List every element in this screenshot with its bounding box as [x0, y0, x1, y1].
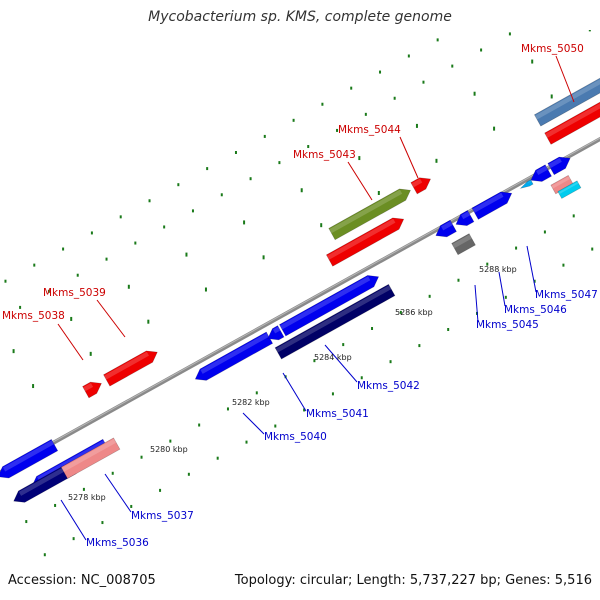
gene-arrow-highlight	[558, 181, 579, 195]
gene-arrow-highlight	[441, 221, 453, 231]
gene-arrow[interactable]	[274, 283, 396, 360]
gene-arrow-highlight	[545, 103, 600, 138]
gene-label[interactable]: Mkms_5038	[2, 310, 65, 322]
genome-backbone	[0, 136, 600, 475]
gene-label[interactable]: Mkms_5037	[131, 510, 194, 522]
gene-labels[interactable]: Mkms_5038Mkms_5039Mkms_5043Mkms_5044Mkms…	[2, 43, 598, 549]
gene-arrow[interactable]	[471, 191, 513, 220]
leader-line	[324, 344, 358, 383]
gene-arrow-highlight	[536, 165, 548, 175]
genome-summary-text: Topology: circular; Length: 5,737,227 bp…	[234, 573, 592, 588]
leader-line	[57, 323, 84, 361]
leader-line	[526, 245, 537, 293]
gene-label[interactable]: Mkms_5040	[264, 431, 327, 443]
gene-arrow-highlight	[83, 382, 94, 392]
gene-arrow[interactable]	[0, 438, 59, 479]
gene-arrow-highlight	[18, 463, 73, 496]
accession-text: Accession: NC_008705	[8, 573, 156, 588]
gene-arrow-highlight	[200, 332, 269, 374]
gene-arrow-highlight	[534, 79, 600, 120]
map-title: Mycobacterium sp. KMS, complete genome	[148, 9, 452, 25]
gene-arrow-highlight	[61, 438, 117, 472]
gene-arrow-highlight	[461, 211, 471, 220]
gene-label[interactable]: Mkms_5045	[476, 319, 539, 331]
leader-line	[474, 284, 479, 323]
gene-arrow-highlight	[452, 234, 472, 249]
gene-arrow[interactable]	[519, 179, 534, 189]
gene-arrow[interactable]	[410, 177, 432, 195]
gene-arrow-highlight	[551, 176, 571, 189]
gene-arrow[interactable]	[325, 217, 405, 267]
gene-label[interactable]: Mkms_5041	[306, 408, 369, 420]
gene-label[interactable]: Mkms_5042	[357, 380, 420, 392]
gene-arrow[interactable]	[103, 350, 158, 387]
gene-label[interactable]: Mkms_5043	[293, 149, 356, 161]
position-label: 5280 kbp	[150, 445, 188, 454]
gene-arrow[interactable]	[534, 73, 600, 127]
gene-arrow[interactable]	[279, 275, 380, 337]
leader-line	[104, 473, 132, 513]
leader-line	[96, 299, 126, 338]
position-labels: 5278 kbp 5280 kbp 5282 kbp 5284 kbp 5286 kbp…	[68, 265, 517, 502]
gene-arrow[interactable]	[267, 325, 285, 341]
gene-arrow[interactable]	[547, 156, 571, 176]
gene-label[interactable]: Mkms_5039	[43, 287, 106, 299]
gene-arrow-highlight	[275, 285, 392, 353]
gene-arrow-highlight	[326, 218, 396, 260]
genome-backbone-highlight	[0, 137, 600, 473]
gene-arrow[interactable]	[557, 180, 582, 199]
gene-arrow[interactable]	[82, 381, 102, 399]
gene-arrow[interactable]	[544, 92, 600, 145]
gene-arrow-highlight	[472, 192, 504, 213]
position-label: 5282 kbp	[232, 398, 270, 407]
gene-arrow-highlight	[3, 440, 55, 472]
gene-label[interactable]: Mkms_5047	[535, 289, 598, 301]
position-label: 5288 kbp	[479, 265, 517, 274]
position-label: 5284 kbp	[314, 353, 352, 362]
leader-line	[242, 412, 265, 435]
tick-marks	[4, 30, 594, 557]
position-label: 5278 kbp	[68, 493, 106, 502]
leader-line	[60, 499, 87, 541]
gene-arrow-highlight	[279, 276, 371, 330]
position-label: 5286 kbp	[395, 308, 433, 317]
gene-arrow[interactable]	[451, 233, 476, 256]
gene-arrow[interactable]	[328, 188, 411, 241]
gene-arrow-highlight	[527, 180, 532, 184]
leader-line	[347, 161, 373, 201]
gene-arrow-highlight	[37, 440, 106, 482]
leader-line	[498, 271, 506, 307]
gene-arrow-highlight	[411, 178, 423, 188]
gene-arrow-highlight	[329, 189, 403, 234]
gene-arrow-highlight	[548, 157, 562, 169]
gene-label[interactable]: Mkms_5046	[504, 304, 567, 316]
gene-arrow[interactable]	[455, 210, 475, 226]
gene-label[interactable]: Mkms_5050	[521, 43, 584, 55]
leader-line	[555, 55, 575, 103]
gene-features[interactable]	[0, 73, 600, 503]
gene-arrow-highlight	[272, 326, 281, 334]
leader-line	[282, 372, 307, 412]
gene-arrow-highlight	[104, 351, 149, 380]
gene-label[interactable]: Mkms_5036	[86, 537, 149, 549]
gene-arrow[interactable]	[60, 437, 121, 479]
gene-arrow[interactable]	[435, 219, 457, 238]
gene-label[interactable]: Mkms_5044	[338, 124, 401, 136]
leader-line	[399, 136, 419, 179]
gene-arrow[interactable]	[530, 164, 552, 182]
label-leader-lines	[57, 55, 575, 541]
